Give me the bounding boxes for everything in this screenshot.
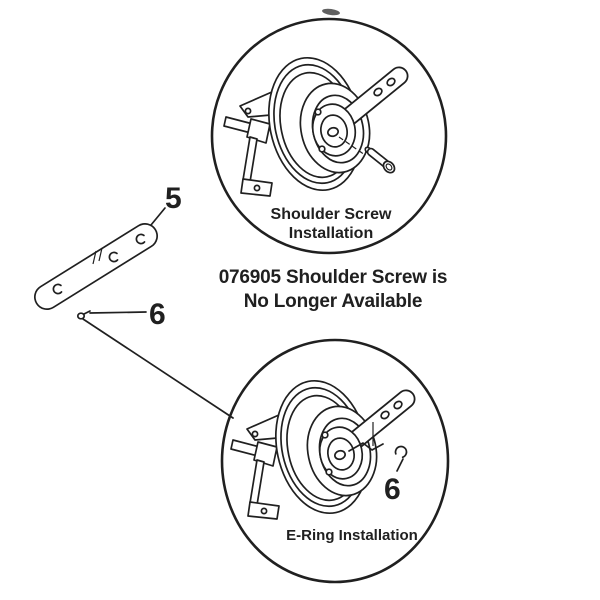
callout-number-6-top: 6	[149, 298, 166, 331]
horn-illustration-top	[224, 49, 399, 199]
top-view-caption-line2: Installation	[288, 225, 374, 242]
top-detail-circle	[210, 17, 448, 255]
top-view-caption-line1: Shoulder Screw	[270, 206, 392, 223]
callout-number-5: 5	[165, 182, 182, 215]
e-ring-icon	[348, 422, 408, 472]
notice-line2: No Longer Available	[243, 291, 423, 312]
bottom-view-caption: E-Ring Installation	[286, 527, 418, 544]
leader-line-5	[150, 207, 166, 226]
callout-number-6-bottom: 6	[384, 473, 401, 506]
shoulder-screw-icon	[338, 136, 396, 174]
bottom-detail-circle	[220, 338, 450, 584]
bracket-part-icon	[34, 223, 158, 310]
leader-line-6	[89, 311, 147, 314]
fastener-part-icon	[76, 310, 91, 320]
horn-illustration-bottom	[231, 372, 406, 522]
leader-line-to-bottom-view	[82, 318, 234, 419]
notice-line1: 076905 Shoulder Screw is	[218, 267, 448, 288]
scan-smudge	[322, 8, 340, 16]
